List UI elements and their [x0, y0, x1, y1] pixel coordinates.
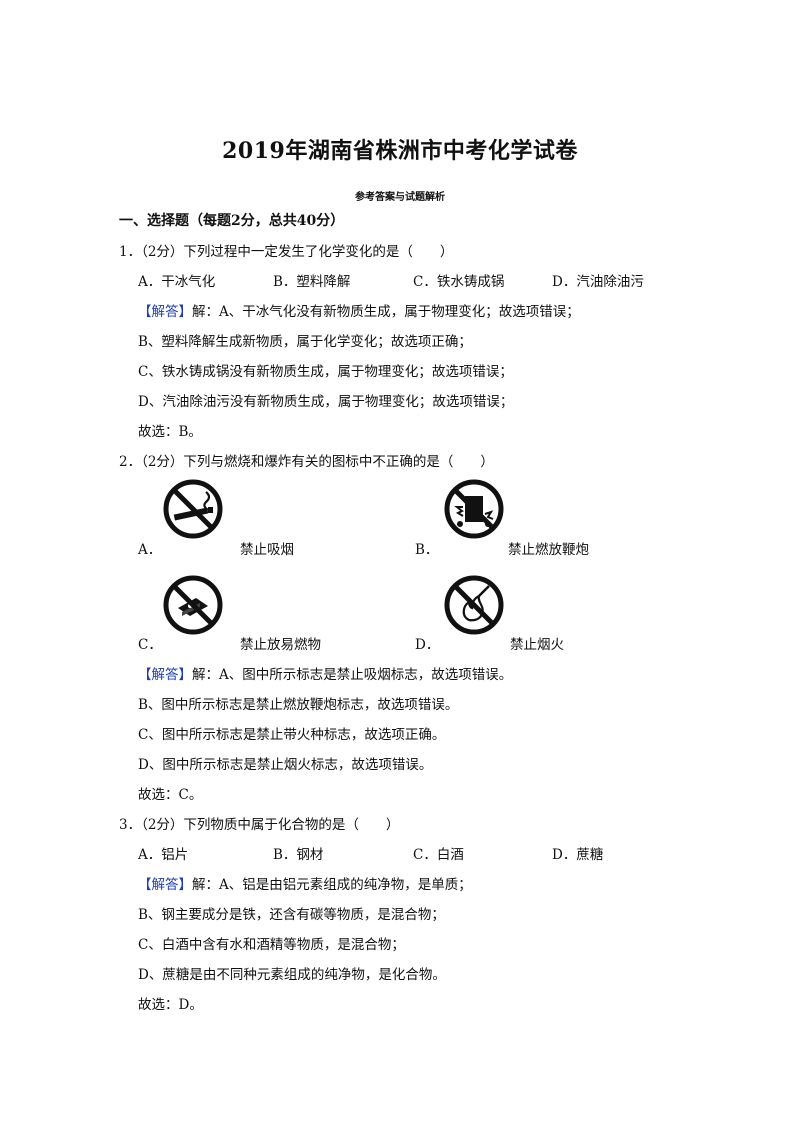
q3-option-d: D．蔗糖	[552, 847, 604, 863]
q2-answer-line-4: D、图中所示标志是禁止烟火标志，故选项错误。	[138, 757, 433, 773]
q3-answer-line-1: 【解答】解：A、铝是由铝元素组成的纯净物，是单质；	[138, 877, 472, 893]
no-flammables-icon	[162, 574, 224, 636]
q2-final-answer: 故选：C。	[138, 787, 203, 803]
no-firecrackers-icon	[443, 478, 505, 540]
q3-answer-line-3: C、白酒中含有水和酒精等物质，是混合物；	[138, 937, 405, 953]
q2-answer-line-2: B、图中所示标志是禁止燃放鞭炮标志，故选项错误。	[138, 697, 459, 713]
q3-answer-line-2: B、钢主要成分是铁，还含有碳等物质，是混合物；	[138, 907, 445, 923]
question-3-stem: 3．（2分）下列物质中属于化合物的是（ ）	[119, 817, 400, 833]
q2-option-a-letter: A．	[138, 542, 162, 558]
q1-option-d: D．汽油除油污	[552, 274, 644, 290]
answer-tag: 【解答】	[138, 304, 192, 320]
q1-option-b: B．塑料降解	[273, 274, 351, 290]
q1-option-a: A．干冰气化	[138, 274, 216, 290]
q3-option-b: B．钢材	[273, 847, 324, 863]
q2-option-c-caption: 禁止放易燃物	[240, 637, 321, 653]
q1-option-c: C．铁水铸成锅	[413, 274, 505, 290]
q1-answer-line-1: 【解答】解：A、干冰气化没有新物质生成，属于物理变化；故选项错误；	[138, 304, 580, 320]
q2-option-b-letter: B．	[415, 542, 439, 558]
q3-final-answer: 故选：D。	[138, 997, 203, 1013]
q1-answer-line-2: B、塑料降解生成新物质，属于化学变化；故选项正确；	[138, 334, 472, 350]
question-1-stem: 1．（2分）下列过程中一定发生了化学变化的是（ ）	[119, 244, 454, 260]
q1-answer-line-4: D、汽油除油污没有新物质生成，属于物理变化；故选项错误；	[138, 394, 514, 410]
q2-option-b-caption: 禁止燃放鞭炮	[508, 542, 589, 558]
no-smoking-icon	[162, 478, 224, 540]
q2-option-c-letter: C．	[138, 637, 162, 653]
q3-answer-line-4: D、蔗糖是由不同种元素组成的纯净物，是化合物。	[138, 967, 446, 983]
q1-final-answer: 故选：B。	[138, 424, 202, 440]
q2-option-d-letter: D．	[415, 637, 440, 653]
page-title: 2019年湖南省株洲市中考化学试卷	[222, 138, 578, 164]
q2-answer-line-1: 【解答】解：A、图中所示标志是禁止吸烟标志，故选项错误。	[138, 667, 513, 683]
q1-answer-line-3: C、铁水铸成锅没有新物质生成，属于物理变化；故选项错误；	[138, 364, 513, 380]
q2-answer-line-3: C、图中所示标志是禁止带火种标志，故选项正确。	[138, 727, 446, 743]
no-fire-icon	[443, 574, 505, 636]
page-subtitle: 参考答案与试题解析	[355, 192, 445, 203]
section-heading: 一、选择题（每题2分，总共40分）	[119, 213, 345, 229]
q3-option-c: C．白酒	[413, 847, 464, 863]
q3-option-a: A．铝片	[138, 847, 189, 863]
q2-option-d-caption: 禁止烟火	[510, 637, 564, 653]
answer-tag: 【解答】	[138, 667, 192, 683]
q2-option-a-caption: 禁止吸烟	[240, 542, 294, 558]
answer-tag: 【解答】	[138, 877, 192, 893]
question-2-stem: 2．（2分）下列与燃烧和爆炸有关的图标中不正确的是（ ）	[119, 454, 494, 470]
